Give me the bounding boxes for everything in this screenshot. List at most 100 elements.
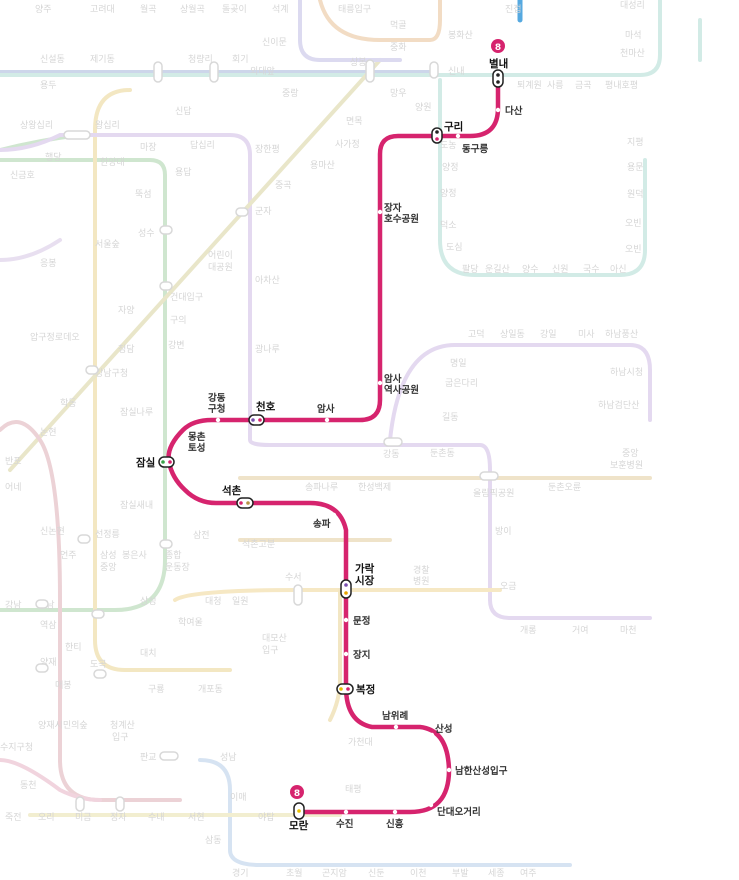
svg-text:한티: 한티 (65, 642, 82, 653)
line-8-labels: 별내 다산 구리 동구릉 장자 호수공원 암사 역사공원 암사 천호 강동 구청… (136, 57, 523, 832)
svg-text:수내: 수내 (148, 812, 165, 823)
svg-text:강남: 강남 (5, 600, 22, 611)
svg-text:광나루: 광나루 (255, 343, 280, 355)
svg-text:야탑: 야탑 (258, 811, 275, 823)
svg-text:회기: 회기 (232, 54, 249, 65)
svg-text:건대입구: 건대입구 (170, 291, 203, 303)
svg-text:동천: 동천 (20, 780, 37, 791)
svg-text:송파나루: 송파나루 (305, 482, 338, 493)
svg-text:면목: 면목 (346, 116, 363, 127)
svg-text:방이: 방이 (495, 526, 512, 537)
station-dandae: 단대오거리 (437, 806, 481, 818)
svg-text:한성백제: 한성백제 (358, 482, 391, 493)
svg-text:월곡: 월곡 (140, 3, 157, 15)
svg-text:삼동: 삼동 (205, 835, 222, 846)
svg-text:정자: 정자 (110, 812, 127, 823)
svg-text:상일동: 상일동 (500, 329, 525, 340)
svg-text:대청: 대청 (205, 596, 222, 607)
station-jangja: 장자 (384, 202, 402, 214)
svg-text:양원: 양원 (415, 102, 432, 113)
svg-text:올림픽공원: 올림픽공원 (473, 487, 514, 499)
background-stations (35, 59, 499, 812)
svg-text:어린이: 어린이 (208, 250, 233, 261)
svg-text:용마산: 용마산 (310, 160, 335, 171)
svg-text:석촌고분: 석촌고분 (242, 539, 275, 550)
station-guri: 구리 (444, 120, 463, 133)
svg-text:양정: 양정 (442, 162, 459, 173)
svg-text:사릉: 사릉 (547, 80, 564, 91)
station-donggureung: 동구릉 (462, 144, 488, 155)
svg-text:미금: 미금 (75, 812, 92, 823)
svg-text:도곡: 도곡 (90, 659, 107, 670)
svg-text:성남: 성남 (220, 752, 237, 763)
svg-text:망우: 망우 (390, 88, 407, 99)
svg-text:압구정로데오: 압구정로데오 (30, 331, 80, 343)
svg-text:먹골: 먹골 (390, 20, 407, 31)
svg-text:상월곡: 상월곡 (180, 3, 205, 15)
svg-text:금곡: 금곡 (575, 80, 592, 91)
svg-text:신논현: 신논현 (40, 526, 65, 537)
svg-text:부발: 부발 (452, 868, 469, 879)
svg-text:신내: 신내 (448, 66, 465, 77)
svg-text:지평: 지평 (627, 137, 644, 148)
svg-text:판교: 판교 (140, 752, 157, 763)
svg-text:신이문: 신이문 (262, 37, 287, 48)
svg-text:서울숲: 서울숲 (95, 239, 120, 250)
svg-text:신둔: 신둔 (368, 868, 385, 879)
svg-text:언주: 언주 (60, 549, 77, 561)
svg-text:명일: 명일 (450, 358, 467, 369)
svg-text:평내호평: 평내호평 (605, 80, 638, 91)
svg-text:대모산: 대모산 (262, 633, 287, 644)
station-jangja-2: 호수공원 (384, 213, 419, 225)
line-8-path (166, 75, 501, 815)
svg-text:아차산: 아차산 (255, 274, 280, 286)
svg-text:입구: 입구 (112, 731, 129, 743)
svg-text:수서: 수서 (285, 572, 302, 583)
svg-text:원덕: 원덕 (627, 189, 644, 200)
svg-text:반포: 반포 (5, 456, 22, 467)
svg-text:용문: 용문 (627, 162, 644, 173)
svg-text:제기동: 제기동 (90, 54, 115, 65)
station-namwirye: 남위례 (382, 710, 408, 722)
svg-text:대치: 대치 (140, 647, 157, 659)
svg-text:봉화산: 봉화산 (448, 30, 473, 41)
svg-text:양재: 양재 (40, 657, 57, 668)
svg-text:곤지암: 곤지암 (322, 867, 347, 879)
svg-text:초월: 초월 (286, 867, 303, 879)
svg-text:신답: 신답 (175, 105, 192, 117)
svg-text:청량리: 청량리 (188, 53, 213, 65)
svg-text:둔촌동: 둔촌동 (430, 448, 455, 459)
svg-text:서현: 서현 (188, 812, 205, 823)
station-bokjeong: 복정 (356, 683, 375, 696)
svg-text:대공원: 대공원 (208, 262, 233, 273)
station-garak: 가락 (355, 562, 375, 575)
svg-text:중곡: 중곡 (275, 180, 292, 191)
station-garak-2: 시장 (355, 574, 375, 587)
svg-text:도심: 도심 (446, 242, 463, 253)
svg-text:중앙: 중앙 (100, 561, 117, 573)
svg-text:종합: 종합 (165, 550, 182, 561)
svg-text:8: 8 (495, 43, 501, 53)
svg-text:고덕: 고덕 (468, 329, 485, 340)
svg-text:매봉: 매봉 (55, 680, 72, 691)
station-amsa-park: 암사 (384, 373, 402, 385)
line-8-stations (158, 69, 504, 820)
svg-text:용두: 용두 (40, 80, 57, 91)
svg-text:중앙: 중앙 (622, 447, 639, 459)
station-amsa-park-2: 역사공원 (384, 384, 419, 396)
svg-text:강남구청: 강남구청 (95, 368, 128, 379)
svg-text:고려대: 고려대 (90, 4, 115, 15)
svg-text:도농: 도농 (440, 140, 457, 151)
station-seokchon: 석촌 (222, 484, 242, 497)
svg-text:자양: 자양 (118, 305, 135, 316)
svg-text:왕십리: 왕십리 (95, 120, 120, 131)
station-byeollae: 별내 (489, 57, 508, 70)
svg-text:병원: 병원 (413, 576, 430, 587)
svg-text:행당: 행당 (45, 151, 62, 163)
svg-text:사가정: 사가정 (335, 139, 360, 150)
svg-text:신설동: 신설동 (40, 54, 65, 65)
svg-text:어네: 어네 (5, 482, 22, 493)
svg-text:양재시민의숲: 양재시민의숲 (38, 720, 88, 731)
svg-text:성수: 성수 (138, 228, 155, 239)
